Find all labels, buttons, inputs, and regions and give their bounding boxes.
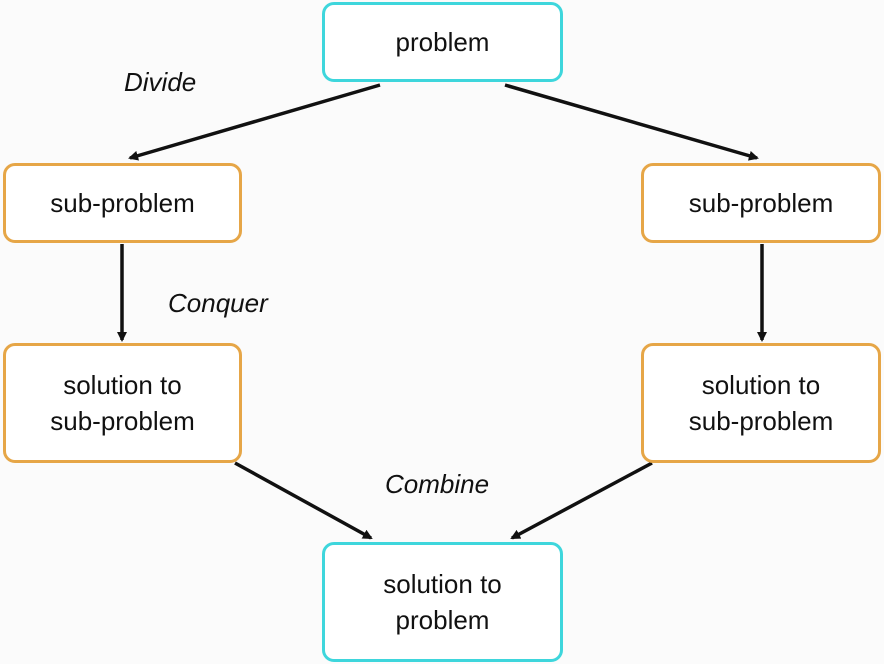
solution-sub-problem-left-label: solution to sub-problem [50, 370, 195, 436]
problem-node: problem [322, 2, 563, 82]
combine-label: Combine [385, 469, 490, 499]
sub-problem-right-label: sub-problem [688, 188, 834, 218]
divide-label: Divide [124, 67, 197, 97]
conquer-label: Conquer [168, 288, 268, 318]
problem-node-label: problem [395, 27, 490, 57]
sub-problem-right-node: sub-problem [641, 163, 881, 243]
arrow-problem-to-right-subproblem [504, 83, 759, 161]
arrow-problem-to-left-subproblem [128, 83, 381, 161]
sub-problem-left-label: sub-problem [50, 188, 195, 218]
solution-sub-problem-right-node: solution to sub-problem [641, 343, 881, 463]
solution-problem-label: solution to problem [383, 569, 502, 635]
solution-problem-node: solution to problem [322, 542, 563, 662]
solution-sub-problem-left-node: solution to sub-problem [3, 343, 242, 463]
arrow-right-solution-to-problem-solution [510, 461, 653, 540]
solution-sub-problem-right-label: solution to sub-problem [688, 370, 834, 436]
sub-problem-left-node: sub-problem [3, 163, 242, 243]
arrow-left-solution-to-problem-solution [234, 461, 373, 540]
